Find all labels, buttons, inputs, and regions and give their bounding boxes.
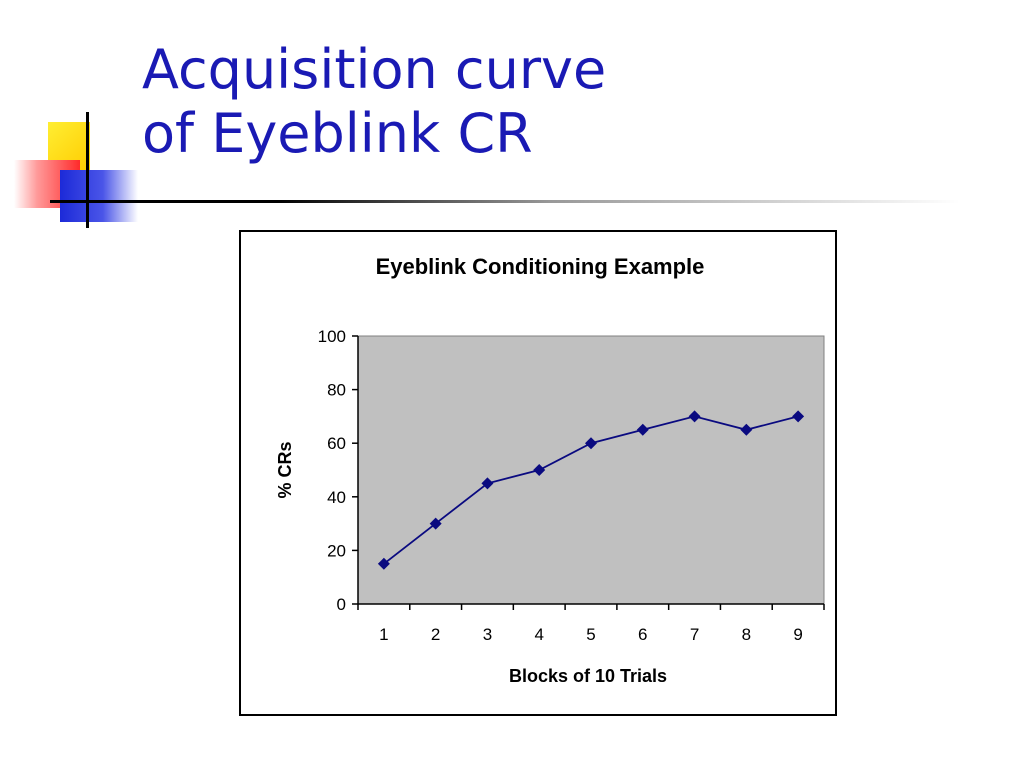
x-tick-label: 1: [379, 625, 388, 644]
y-axis-label: % CRs: [275, 441, 295, 498]
y-tick-label: 40: [327, 488, 346, 507]
x-tick-label: 6: [638, 625, 647, 644]
y-tick-label: 20: [327, 541, 346, 560]
plot-area: [357, 335, 825, 605]
chart-frame: Eyeblink Conditioning Example 0 20 40 60 80 1…: [239, 230, 837, 716]
decor-vertical-line: [86, 112, 89, 228]
data-point: [688, 410, 701, 423]
x-tick-label: 3: [483, 625, 492, 644]
y-tick-label: 0: [337, 595, 346, 614]
slide-title-line-1: Acquisition curve: [142, 38, 607, 101]
x-tick-label: 2: [431, 625, 440, 644]
data-point: [792, 410, 805, 423]
y-tick-label: 80: [327, 381, 346, 400]
x-tick-label: 7: [690, 625, 699, 644]
decor-horizontal-rule: [50, 200, 960, 203]
chart-title: Eyeblink Conditioning Example: [376, 254, 705, 279]
decor-blue-square: [60, 170, 138, 222]
line-chart: Eyeblink Conditioning Example 0 20 40 60 80 1…: [275, 254, 825, 686]
data-point: [740, 423, 753, 436]
x-axis-label: Blocks of 10 Trials: [509, 666, 667, 686]
data-point: [481, 477, 494, 490]
data-point: [377, 557, 390, 570]
y-tick-label: 100: [318, 327, 346, 346]
data-point: [636, 423, 649, 436]
x-tick-label: 9: [793, 625, 802, 644]
x-tick-label: 4: [534, 625, 543, 644]
axes: 0 20 40 60 80 100 1 2 3 4 5 6 7 8 9: [318, 327, 825, 644]
slide-title: Acquisition curve of Eyeblink CR: [142, 38, 606, 166]
data-point: [533, 464, 546, 476]
y-tick-label: 60: [327, 434, 346, 453]
slide-title-line-2: of Eyeblink CR: [142, 102, 533, 165]
series-marks: [377, 410, 805, 570]
data-point: [429, 517, 442, 530]
x-tick-label: 8: [742, 625, 751, 644]
data-point: [585, 437, 597, 450]
x-tick-label: 5: [586, 625, 595, 644]
